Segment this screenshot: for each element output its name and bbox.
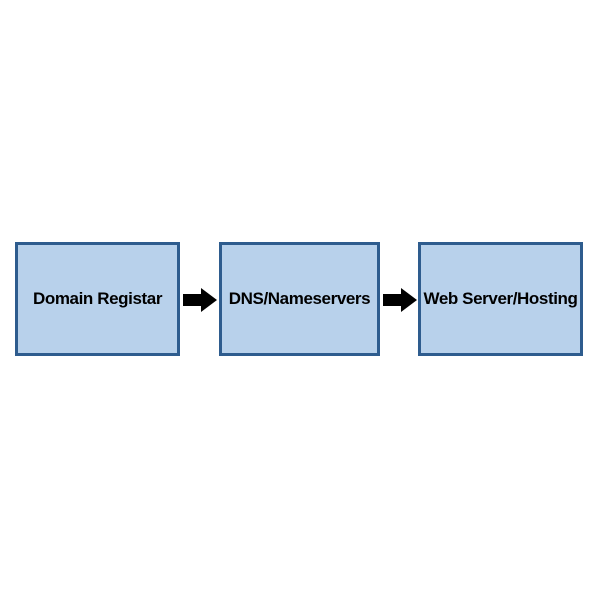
web-server-hosting-label: Web Server/Hosting: [423, 289, 578, 308]
domain-registrar-label: Domain Registar: [32, 289, 163, 308]
right-arrow-icon: [183, 288, 217, 312]
dns-nameservers-box: DNS/Nameservers: [219, 242, 380, 356]
web-server-hosting-box: Web Server/Hosting: [418, 242, 583, 356]
right-arrow-icon: [383, 288, 417, 312]
dns-nameservers-label: DNS/Nameservers: [228, 289, 371, 308]
domain-registrar-box: Domain Registar: [15, 242, 180, 356]
